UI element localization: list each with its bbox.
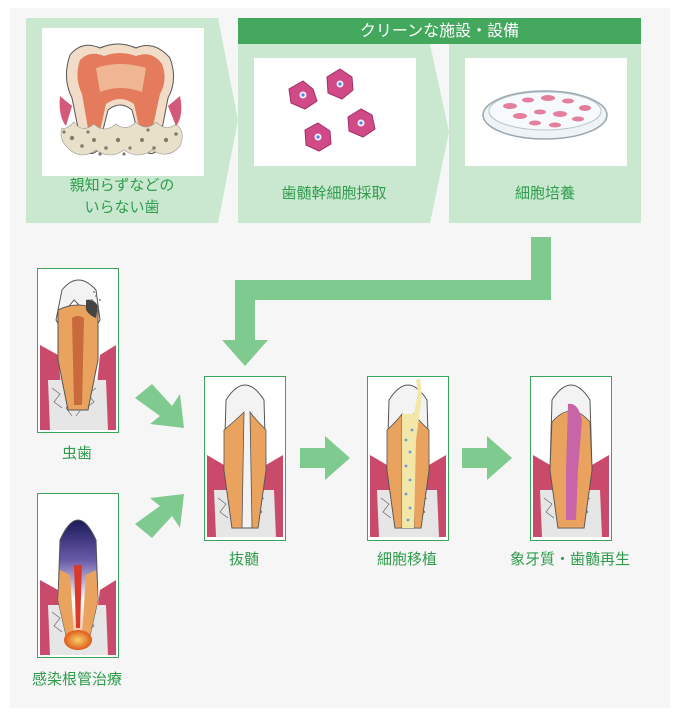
regeneration-label: 象牙質・歯髄再生 xyxy=(509,550,630,568)
extracted-tooth-label-line1: 親知らずなどの xyxy=(69,176,175,194)
root-canal-label: 感染根管治療 xyxy=(31,670,122,688)
extracted-tooth-label-line2: いらない歯 xyxy=(84,198,160,216)
return-arrow-icon xyxy=(222,237,551,366)
cavity-label: 虫歯 xyxy=(61,444,92,462)
chevron-arrow-icon xyxy=(218,18,238,223)
cell-culture-label: 細胞培養 xyxy=(514,184,575,202)
cell-transplant-tooth-illustration xyxy=(370,378,446,537)
right-arrow-icon xyxy=(300,436,350,480)
cavity-tooth-illustration xyxy=(40,279,116,430)
clean-facility-banner: クリーンな施設・設備 xyxy=(238,18,641,44)
root-canal-tooth-illustration xyxy=(40,519,116,655)
regeneration-tooth-illustration xyxy=(533,384,609,537)
petri-dish-illustration xyxy=(482,90,608,140)
stem-cell-collection-label: 歯髄幹細胞採取 xyxy=(281,184,387,202)
pulp-removal-tooth-illustration xyxy=(207,384,283,537)
diagonal-arrow-down-icon xyxy=(135,384,184,428)
pulp-removal-label: 抜髄 xyxy=(228,550,259,568)
molar-tooth-illustration xyxy=(59,43,183,156)
cell-transplant-label: 細胞移植 xyxy=(376,550,437,568)
right-arrow-icon xyxy=(462,436,512,480)
stem-cell-illustrations xyxy=(288,68,376,152)
diagonal-arrow-up-icon xyxy=(135,494,184,538)
chevron-arrow-icon xyxy=(430,44,449,223)
extracted-tooth-label: 親知らずなどの いらない歯 xyxy=(26,174,218,218)
